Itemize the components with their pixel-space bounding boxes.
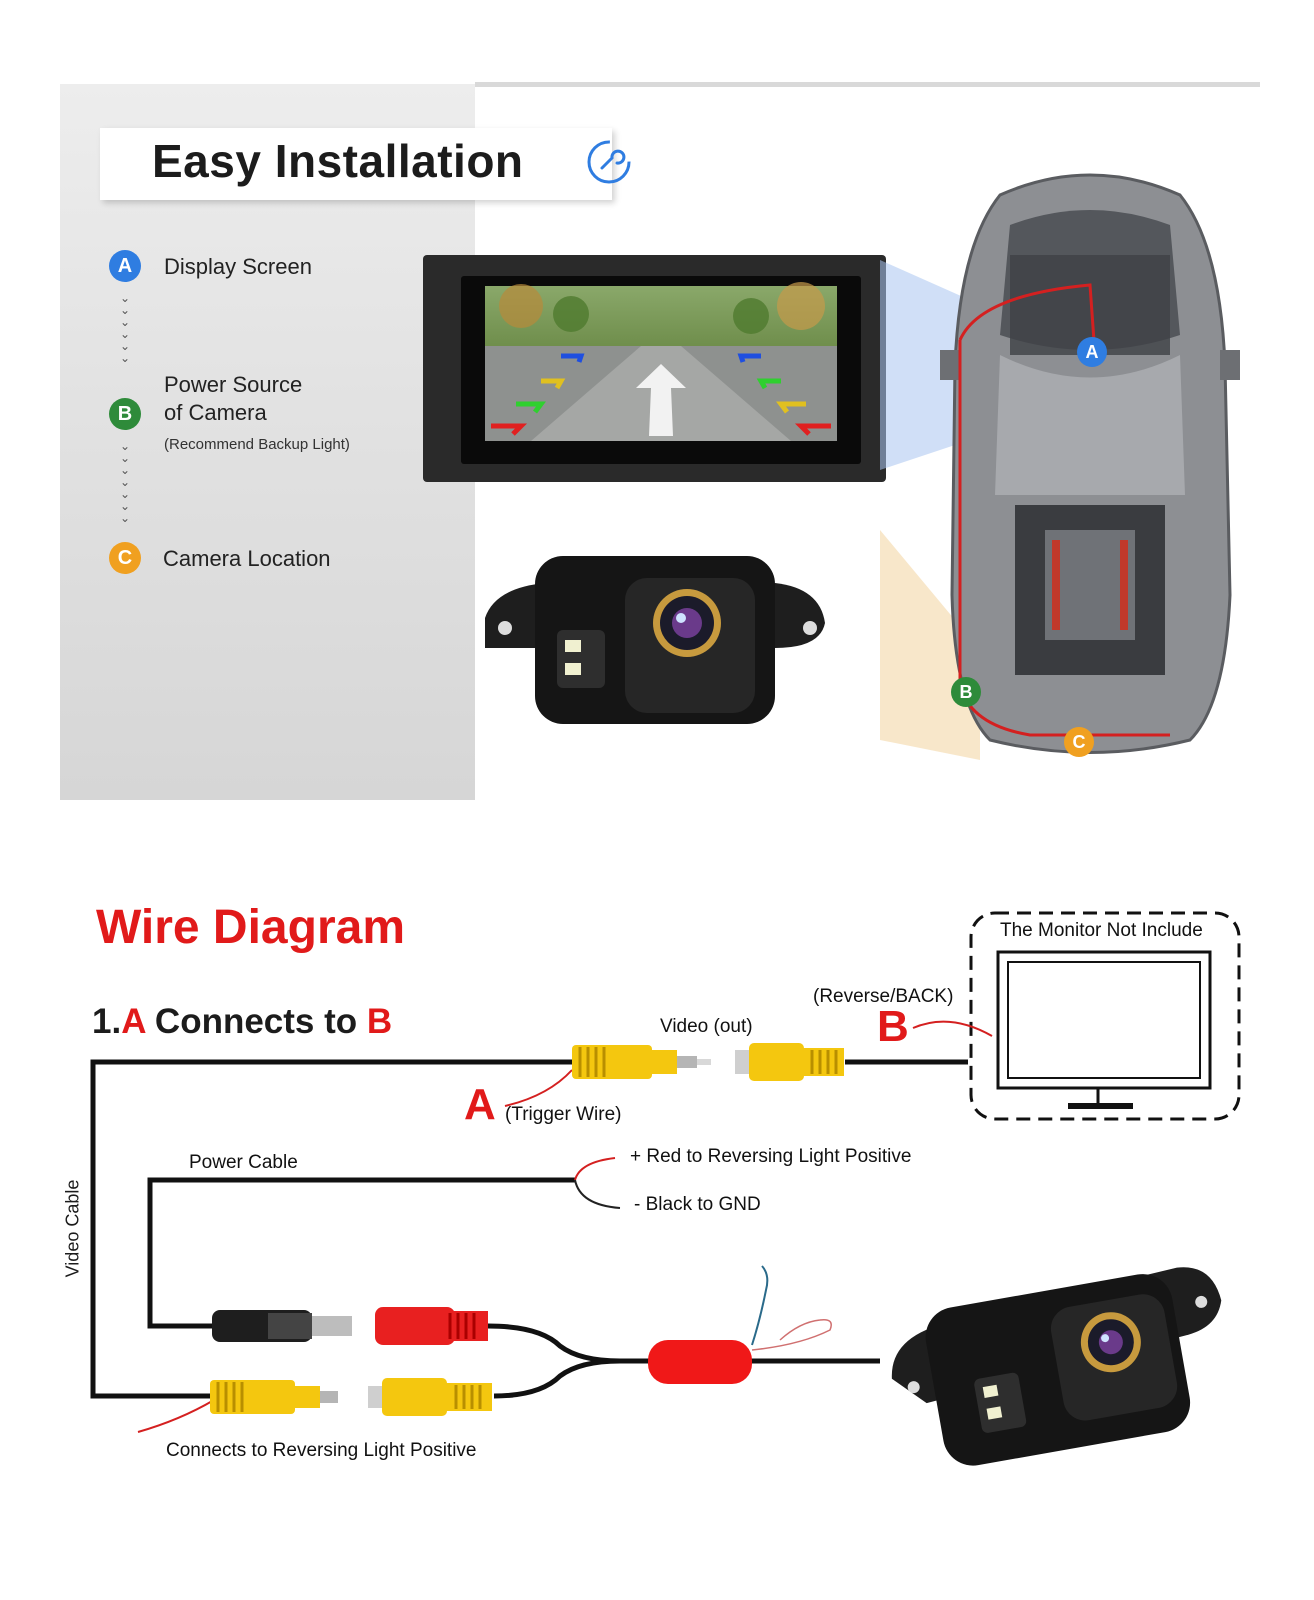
step-a-label: Display Screen — [164, 254, 312, 279]
car-marker-c: C — [1064, 727, 1094, 757]
top-divider-line — [475, 82, 1260, 87]
connection-heading: 1.A Connects to B — [92, 1002, 392, 1042]
connects-reversing-label: Connects to Reversing Light Positive — [166, 1440, 477, 1461]
heading-a: A — [121, 1002, 146, 1041]
red-positive-label: + Red to Reversing Light Positive — [630, 1146, 912, 1167]
yellow-rca-plug-top — [572, 1045, 711, 1079]
camera-product-bottom — [891, 1267, 1222, 1466]
heading-mid: Connects to — [145, 1002, 367, 1041]
yellow-rca-jack-top — [735, 1043, 844, 1081]
install-panel-background — [60, 84, 475, 800]
step-c-badge: C — [109, 542, 141, 574]
camera-product-image — [485, 556, 825, 724]
heading-number: 1. — [92, 1002, 122, 1041]
screen-highlight-beam — [880, 260, 970, 470]
marker-a-label: A — [464, 1080, 496, 1129]
power-cable-label: Power Cable — [189, 1152, 298, 1173]
wire-diagram-title: Wire Diagram — [96, 901, 405, 954]
yellow-rca-jack-bottom — [368, 1378, 492, 1416]
wrench-icon — [587, 140, 631, 184]
car-marker-a: A — [1077, 337, 1107, 367]
video-out-label: Video (out) — [660, 1016, 753, 1037]
red-dc-jack — [375, 1307, 488, 1345]
install-title-box — [100, 128, 612, 200]
step-c-label: Camera Location — [163, 546, 331, 571]
black-gnd-label: - Black to GND — [634, 1194, 761, 1215]
black-dc-plug — [212, 1310, 352, 1342]
trigger-wire-label: (Trigger Wire) — [505, 1104, 622, 1125]
reverse-back-label: (Reverse/BACK) — [813, 986, 954, 1007]
heading-b: B — [366, 1002, 393, 1041]
install-title: Easy Installation — [152, 135, 524, 187]
step-b-label-line1: Power Source — [164, 372, 303, 397]
step-b-note: (Recommend Backup Light) — [164, 436, 350, 453]
step-b-badge: B — [109, 398, 141, 430]
step-b-label-line2: of Camera — [164, 400, 267, 425]
yellow-rca-plug-bottom — [210, 1380, 338, 1414]
monitor-not-included-label: The Monitor Not Include — [1000, 920, 1203, 941]
marker-b-label: B — [877, 1002, 909, 1051]
step-connector-ab: ⌄⌄⌄⌄⌄⌄ — [119, 291, 131, 365]
junction-box — [648, 1340, 752, 1384]
car-marker-b: B — [951, 677, 981, 707]
step-a-badge: A — [109, 250, 141, 282]
backup-camera-view-image — [485, 282, 837, 441]
monitor-diagram — [969, 911, 1241, 1121]
car-top-view-image — [940, 173, 1240, 754]
step-connector-bc: ⌄⌄⌄⌄⌄⌄⌄ — [119, 439, 131, 525]
